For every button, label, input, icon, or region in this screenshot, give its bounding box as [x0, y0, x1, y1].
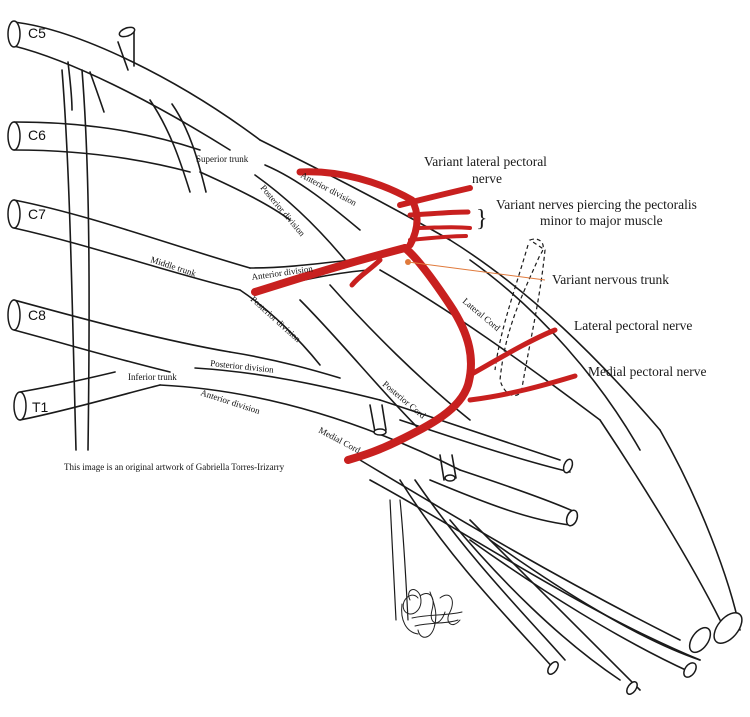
- root-label-c7: C7: [28, 206, 46, 222]
- annot-variant-lateral-pectoral-1: Variant lateral pectoral: [424, 154, 547, 169]
- vertebral-column-outline: [61, 69, 90, 451]
- annot-variant-piercing-2: minor to major muscle: [540, 213, 663, 228]
- variant-nerve-segment-9: [467, 373, 578, 403]
- variant-nerves: [251, 168, 578, 464]
- root-label-c8: C8: [28, 307, 46, 323]
- divisions-and-cords: [229, 239, 743, 695]
- c5-root: [7, 20, 261, 151]
- c7-root: [7, 199, 371, 293]
- c8-root: [7, 299, 231, 373]
- label-posterior-division-middle: Posterior division: [249, 294, 303, 344]
- root-label-c6: C6: [28, 127, 46, 143]
- label-anterior-division-inferior: Anterior division: [199, 387, 261, 416]
- variant-trunk-pointer: [407, 261, 546, 281]
- t1-root: [13, 367, 461, 471]
- annot-bracket: }: [476, 206, 488, 232]
- variant-nerve-segment-10: [349, 257, 383, 288]
- annot-medial-pectoral: Medial pectoral nerve: [588, 364, 706, 379]
- root-label-c5: C5: [28, 25, 46, 41]
- label-inferior-trunk: Inferior trunk: [128, 372, 177, 382]
- artwork-credit: This image is an original artwork of Gab…: [64, 462, 285, 472]
- variant-nerve-segment-8: [467, 327, 558, 378]
- variant-nerve-segment-7: [344, 244, 475, 464]
- label-posterior-division-superior: Posterior division: [258, 183, 307, 239]
- annot-lateral-pectoral: Lateral pectoral nerve: [574, 318, 692, 333]
- annot-variant-piercing-1: Variant nerves piercing the pectoralis: [496, 197, 697, 212]
- pectoralis-minor-outline: [499, 238, 546, 397]
- variant-nerve-segment-2: [397, 185, 473, 208]
- pectoralis-minor-outline-inner: [494, 244, 529, 371]
- annot-variant-trunk: Variant nervous trunk: [552, 272, 669, 287]
- annot-variant-lateral-pectoral-2: nerve: [472, 171, 502, 186]
- label-superior-trunk: Superior trunk: [196, 154, 249, 164]
- superior-trunk: [199, 139, 451, 261]
- label-medial-cord: Medial Cord: [317, 425, 363, 456]
- c6-root: [7, 61, 207, 193]
- variant-nerve-segment-6: [251, 244, 409, 296]
- root-label-t1: T1: [32, 399, 49, 415]
- artist-signature-icon: [401, 589, 463, 638]
- variant-nerve-segment-3: [407, 209, 471, 218]
- variant-nerve-segment-5: [408, 234, 468, 242]
- variant-nerve-segment-4: [413, 225, 472, 230]
